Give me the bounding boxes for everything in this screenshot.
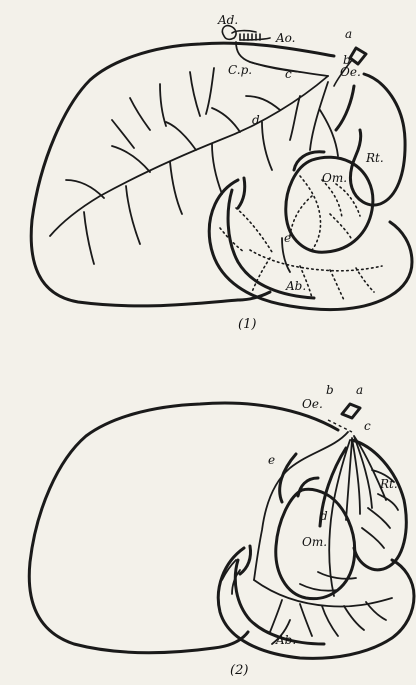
fig2-label-ab: Ab.: [276, 634, 296, 646]
fig2-label-d: d: [320, 510, 328, 522]
fig1-aorta: [232, 31, 270, 40]
fig1-label-rt: Rt.: [366, 152, 384, 164]
fig2-label-c: c: [364, 420, 371, 432]
fig1-label-ad: Ad.: [218, 14, 238, 26]
fig1-label-e: e: [284, 232, 291, 244]
fig1-rumen-outline: [31, 43, 334, 306]
figure-2-drawing: [29, 403, 414, 658]
fig2-label-rt: Rt.: [380, 478, 398, 490]
fig2-label-e: e: [268, 454, 275, 466]
fig1-label-d: d: [252, 114, 260, 126]
fig1-label-om: Om.: [322, 172, 347, 184]
fig2-rumen-outline: [29, 403, 338, 653]
fig1-label-ab: Ab.: [286, 280, 306, 292]
fig1-label-cp: C.p.: [228, 64, 252, 76]
fig2-label-om: Om.: [302, 536, 327, 548]
fig2-label-a: a: [356, 384, 363, 396]
fig1-oesophagus-stub: [350, 48, 366, 64]
fig2-oesophagus-stub: [342, 404, 360, 418]
fig2-reticular-vessels: [346, 436, 398, 548]
fig1-abomasum-outline: [209, 180, 412, 310]
fig1-caption: (1): [238, 318, 256, 331]
fig2-label-oe: Oe.: [302, 398, 323, 410]
fig1-abomasum-pylorus: [238, 178, 245, 208]
fig2-omasum-fold: [298, 478, 318, 496]
fig1-label-oe: Oe.: [340, 66, 361, 78]
fig1-reticulum-inner: [336, 86, 354, 130]
fig1-dotted-omasal-vessels: [290, 176, 360, 250]
fig1-label-ao: Ao.: [276, 32, 296, 44]
fig2-caption: (2): [230, 664, 248, 677]
fig1-vessel-omasal: [310, 82, 338, 156]
fig1-vessel-d-branches: [66, 68, 300, 264]
fig1-label-c: c: [285, 68, 292, 80]
fig1-label-a: a: [345, 28, 352, 40]
fig1-reticulum-outline: [350, 74, 405, 205]
fig2-label-b: b: [326, 384, 334, 396]
